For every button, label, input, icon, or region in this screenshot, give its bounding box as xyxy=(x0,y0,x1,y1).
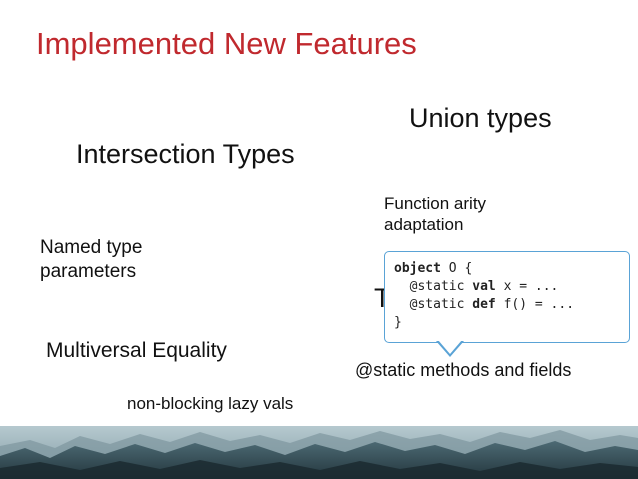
code-line2-post: x = ... xyxy=(495,279,559,294)
code-line3-pre: @static xyxy=(394,297,473,312)
feature-intersection-types: Intersection Types xyxy=(76,139,295,169)
feature-static-methods: @static methods and fields xyxy=(355,360,572,380)
feature-function-arity-line2: adaptation xyxy=(384,215,464,234)
feature-named-line2: parameters xyxy=(40,261,137,282)
code-line3-post: f() = ... xyxy=(495,297,575,312)
feature-lazy-vals: non-blocking lazy vals xyxy=(127,394,294,413)
feature-named-line1: Named type xyxy=(40,237,143,258)
code-snippet: object O { @static val x = ... @static d… xyxy=(394,260,574,332)
code-keyword-object: object xyxy=(394,261,441,276)
feature-function-arity-line1: Function arity xyxy=(384,194,487,213)
code-line4: } xyxy=(394,315,402,330)
feature-named-type-parameters: Named type parameters xyxy=(40,236,142,284)
callout-tail-fill xyxy=(438,340,462,354)
code-keyword-val: val xyxy=(472,279,496,294)
slide-title: Implemented New Features xyxy=(36,26,417,61)
code-line1-rest: O { xyxy=(440,261,473,276)
feature-multiversal-equality: Multiversal Equality xyxy=(46,339,227,362)
feature-function-arity: Function arity adaptation xyxy=(384,193,486,235)
feature-union-types: Union types xyxy=(409,103,552,133)
code-callout xyxy=(384,251,630,343)
code-keyword-def: def xyxy=(472,297,496,312)
code-line2-pre: @static xyxy=(394,279,473,294)
mountain-banner-image xyxy=(0,426,638,479)
